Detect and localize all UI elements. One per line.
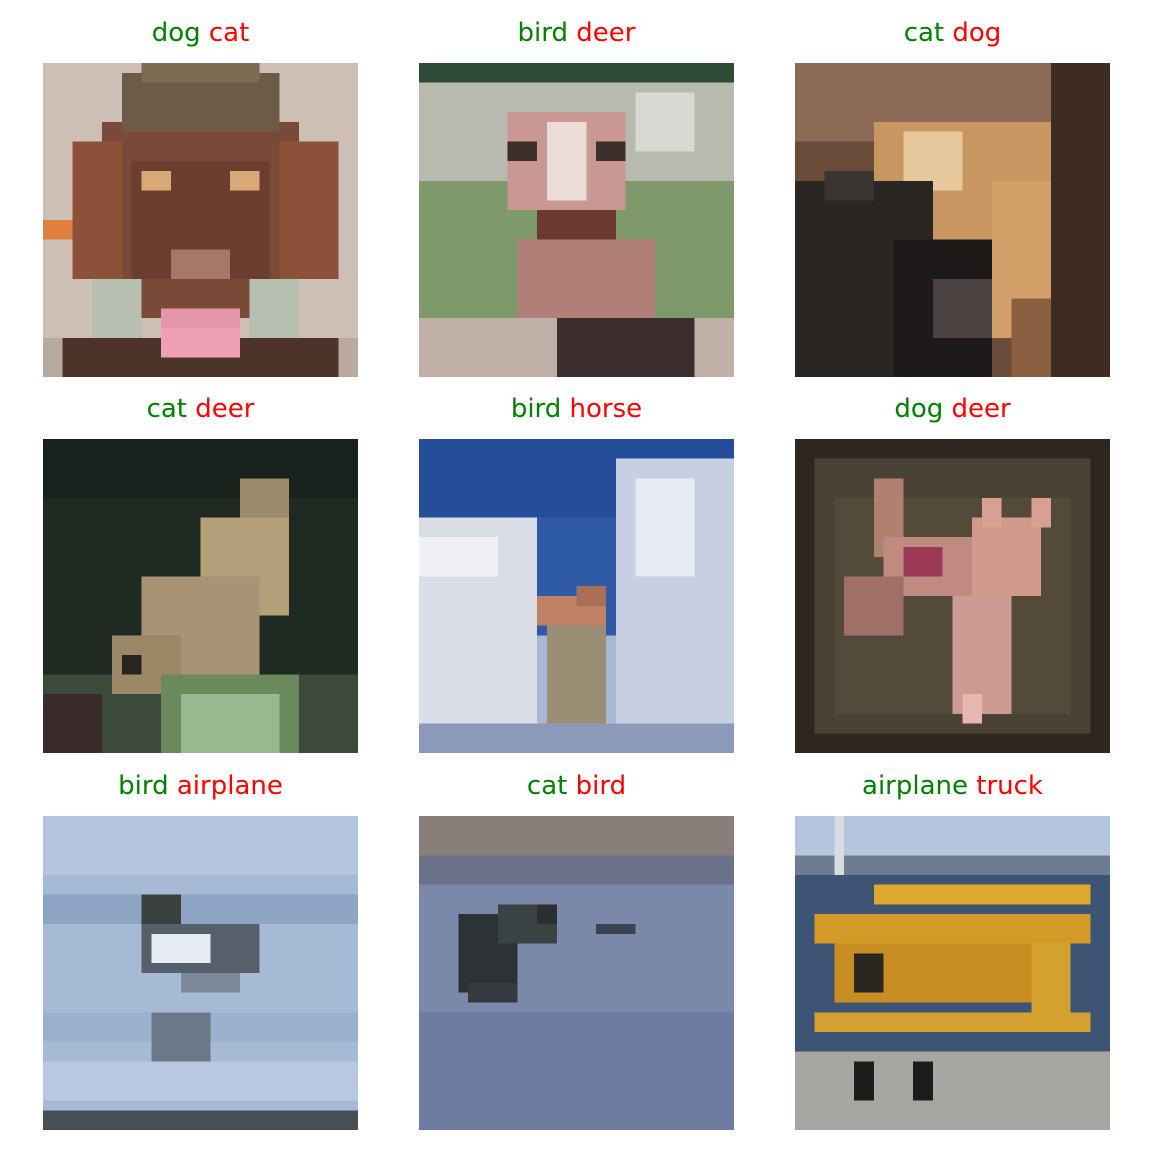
panel-label: bird deer [419,13,734,53]
sample-image-bird-on-road [419,816,734,1130]
sample-image-duck [43,816,358,1130]
sample-image-puppy [43,63,358,377]
panel-label: bird horse [419,389,734,429]
panel-label: cat dog [795,13,1110,53]
true-label: bird [517,18,568,48]
true-label: airplane [862,771,968,801]
true-label: cat [146,394,187,424]
predicted-label: deer [951,394,1011,424]
panel-label: dog cat [43,13,358,53]
sample-image-ostrich-head [419,63,734,377]
sample-image-wallaby [43,439,358,753]
predicted-label: deer [195,394,255,424]
predicted-label: dog [952,18,1002,48]
panel-label: airplane truck [795,766,1110,806]
predicted-label: airplane [176,771,283,801]
true-label: cat [903,18,945,48]
true-label: dog [151,18,201,48]
true-label: bird [510,394,562,424]
sample-image-cats [795,63,1110,377]
panel-label: dog deer [795,389,1110,429]
predicted-label: deer [576,18,636,48]
panel-label: cat bird [419,766,734,806]
panel-label: bird airplane [43,766,358,806]
true-label: dog [894,394,944,424]
predicted-label: cat [208,18,250,48]
true-label: bird [118,771,169,801]
sample-image-biplane [795,816,1110,1130]
sample-image-small-dog [795,439,1110,753]
predicted-label: truck [976,771,1043,801]
true-label: cat [526,771,568,801]
predicted-label: horse [569,394,643,424]
sample-image-ostrich-sky [419,439,734,753]
predicted-label: bird [575,771,627,801]
panel-label: cat deer [43,389,358,429]
